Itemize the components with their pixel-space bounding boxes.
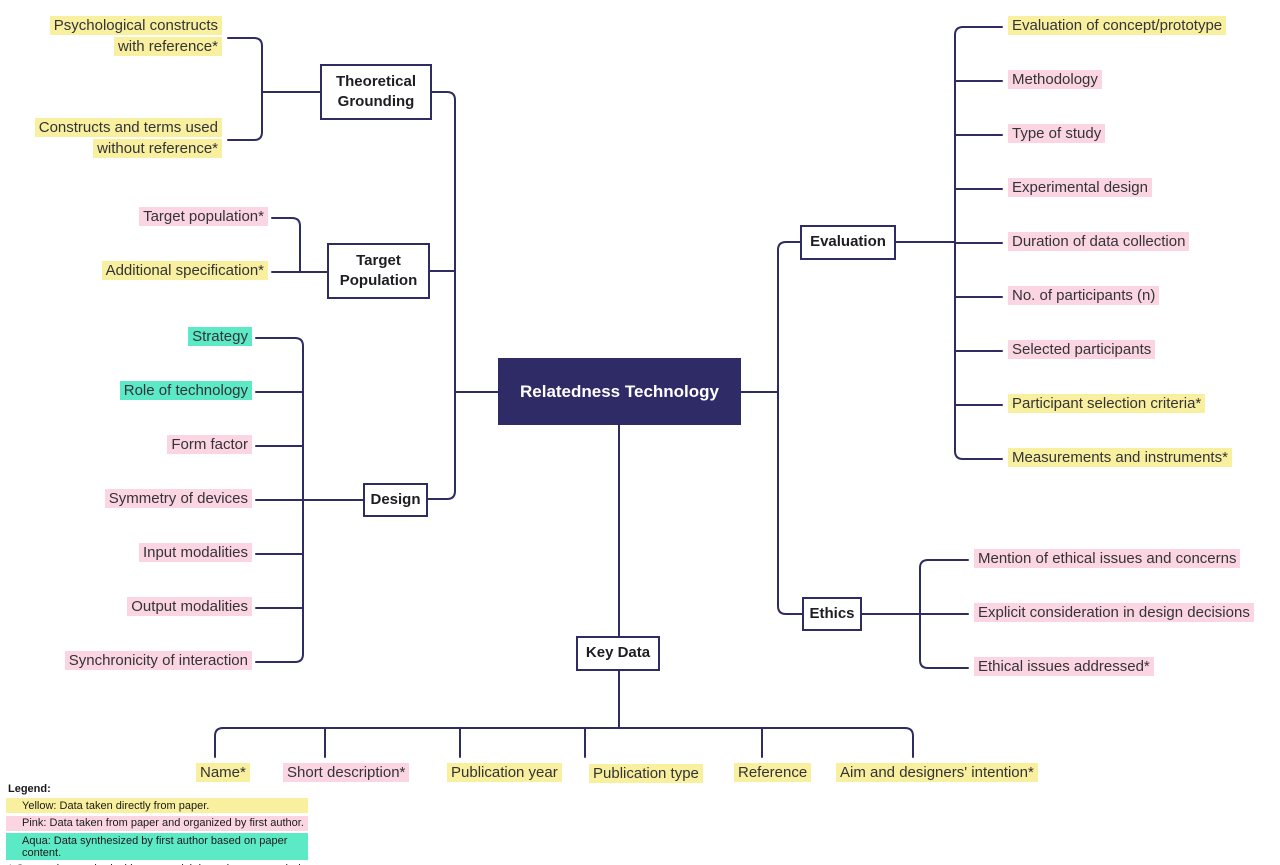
leaf-constructs-terms-without-reference: Constructs and terms used without refere…	[22, 118, 222, 159]
leaf-input-modalities: Input modalities	[2, 543, 252, 564]
leaf-evaluation-of-concept-prototype: Evaluation of concept/prototype	[1008, 16, 1268, 37]
leaf-role-of-technology: Role of technology	[2, 381, 252, 402]
node-ethics-label: Ethics	[809, 604, 855, 622]
leaf-reference: Reference	[734, 763, 834, 784]
leaf-aim-and-designers-intention: Aim and designers' intention*	[836, 763, 1056, 784]
leaf-form-factor: Form factor	[2, 435, 252, 456]
node-key-data: Key Data	[576, 636, 660, 671]
leaf-additional-specification: Additional specification*	[18, 261, 268, 282]
node-evaluation: Evaluation	[800, 225, 896, 260]
node-theoretical-grounding: Theoretical Grounding	[320, 64, 432, 120]
node-target-population: Target Population	[327, 243, 430, 299]
node-design: Design	[363, 483, 428, 517]
legend-item-aqua: Aqua: Data synthesized by first author b…	[6, 833, 308, 860]
leaf-target-population: Target population*	[18, 207, 268, 228]
node-theoretical-grounding-label: Theoretical Grounding	[335, 72, 417, 110]
leaf-measurements-and-instruments: Measurements and instruments*	[1008, 448, 1278, 469]
leaf-publication-year: Publication year	[447, 763, 587, 784]
leaf-publication-type: Publication type	[589, 764, 729, 785]
leaf-type-of-study: Type of study	[1008, 124, 1268, 145]
legend: Legend: Yellow: Data taken directly from…	[6, 783, 326, 865]
legend-item-pink: Pink: Data taken from paper and organize…	[6, 815, 308, 831]
leaf-ethical-issues-addressed: Ethical issues addressed*	[974, 657, 1274, 678]
node-evaluation-label: Evaluation	[810, 233, 886, 251]
leaf-psychological-constructs-with-reference: Psychological constructs with reference*	[27, 16, 222, 57]
leaf-participant-selection-criteria: Participant selection criteria*	[1008, 394, 1268, 415]
leaf-methodology: Methodology	[1008, 70, 1268, 91]
leaf-explicit-consideration-design-decisions: Explicit consideration in design decisio…	[974, 603, 1280, 624]
leaf-selected-participants: Selected participants	[1008, 340, 1268, 361]
node-target-population-label: Target Population	[339, 251, 418, 289]
root-node-label: Relatedness Technology	[519, 381, 719, 401]
legend-title: Legend:	[8, 783, 51, 795]
leaf-symmetry-of-devices: Symmetry of devices	[2, 489, 252, 510]
leaf-name: Name*	[196, 763, 316, 784]
leaf-mention-of-ethical-issues: Mention of ethical issues and concerns	[974, 549, 1274, 570]
node-ethics: Ethics	[802, 597, 862, 631]
leaf-short-description: Short description*	[283, 763, 443, 784]
node-relatedness-technology: Relatedness Technology	[498, 358, 741, 425]
leaf-output-modalities: Output modalities	[2, 597, 252, 618]
leaf-experimental-design: Experimental design	[1008, 178, 1268, 199]
leaf-no-of-participants: No. of participants (n)	[1008, 286, 1268, 307]
legend-item-yellow: Yellow: Data taken directly from paper.	[6, 798, 308, 813]
node-key-data-label: Key Data	[585, 644, 651, 662]
leaf-strategy: Strategy	[2, 327, 252, 348]
node-design-label: Design	[370, 490, 421, 508]
leaf-synchronicity-of-interaction: Synchronicity of interaction	[2, 651, 252, 672]
leaf-duration-of-data-collection: Duration of data collection	[1008, 232, 1268, 253]
